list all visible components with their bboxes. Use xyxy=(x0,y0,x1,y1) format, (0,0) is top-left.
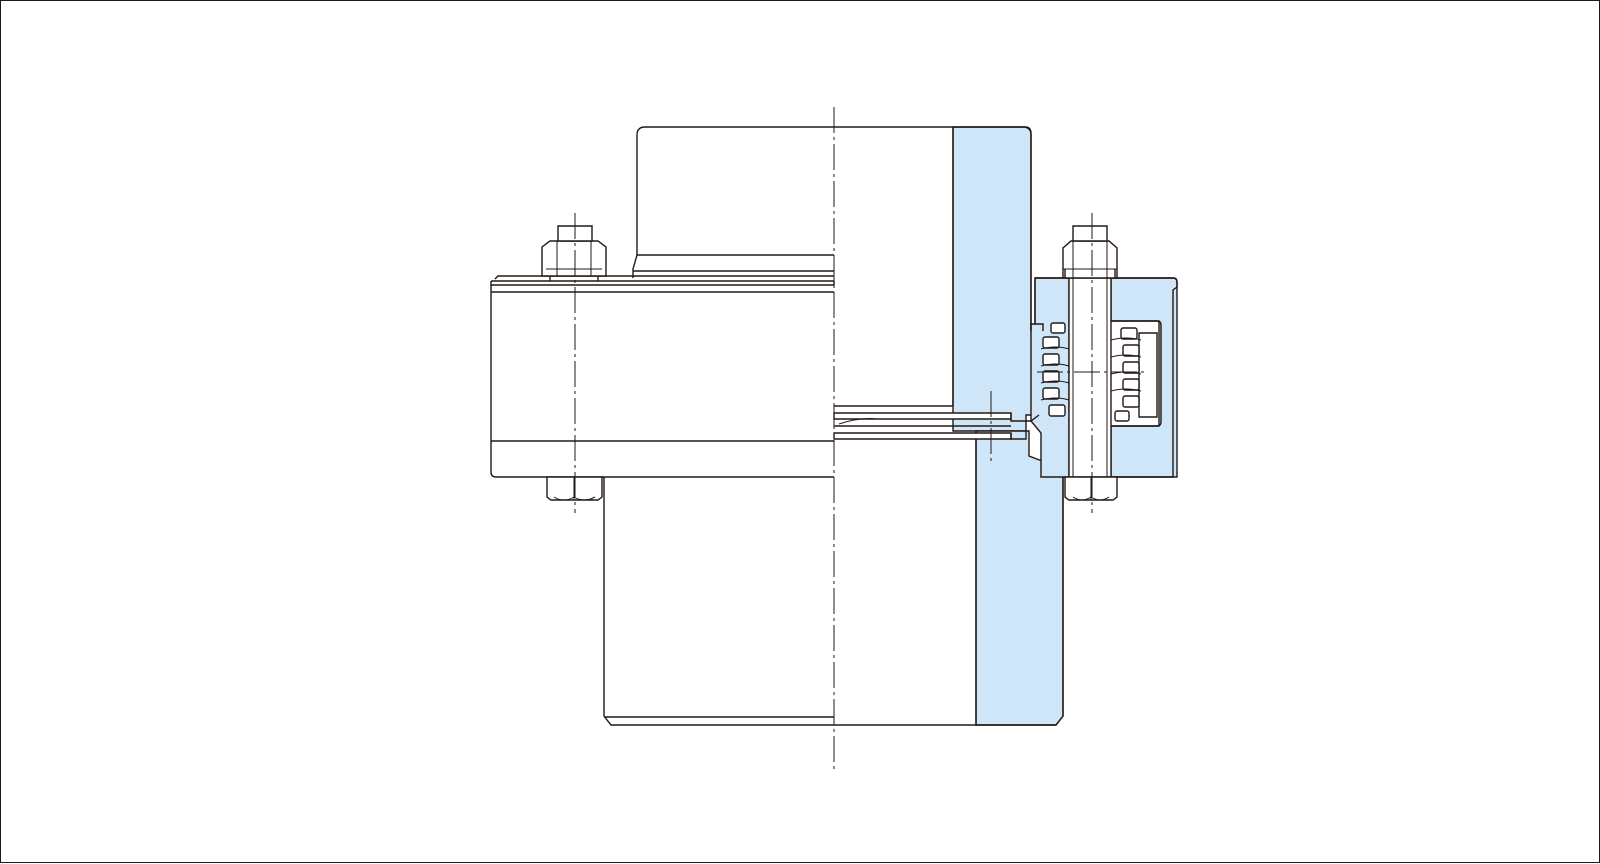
top-plate xyxy=(490,275,835,286)
upper-hub-section xyxy=(952,126,1040,432)
right-bolt xyxy=(1062,225,1118,501)
nut-facets xyxy=(1063,241,1117,278)
washers xyxy=(549,269,1116,281)
seal-ring xyxy=(1042,336,1060,349)
left-housing xyxy=(490,275,835,478)
left-nut-top xyxy=(541,240,607,277)
right-bolt-shank xyxy=(1068,277,1112,478)
left-bolt xyxy=(541,225,607,501)
seal-ring xyxy=(1042,353,1060,366)
seal-ring xyxy=(1050,322,1066,334)
spacer-upper xyxy=(833,412,1012,420)
spacer-step xyxy=(834,405,1040,440)
seal-ring xyxy=(1048,404,1066,417)
seal-rings-left xyxy=(1040,322,1070,417)
spacer-plate xyxy=(833,405,1040,440)
housing-body xyxy=(490,285,834,478)
seal-spring-lines xyxy=(1040,346,1070,401)
left-washer xyxy=(549,276,599,281)
spacer-lower xyxy=(833,432,1012,440)
seal-ring xyxy=(1122,361,1140,374)
seal-ring xyxy=(1042,370,1060,383)
seal-ring xyxy=(1122,378,1140,391)
seal-ring xyxy=(1042,387,1060,400)
right-nut-top xyxy=(1062,240,1118,279)
right-bolt-tip xyxy=(1072,225,1108,242)
seal-groove xyxy=(1111,320,1162,427)
seal-ring xyxy=(1122,344,1140,357)
upper-hub-base-step xyxy=(632,254,834,278)
nut-facets xyxy=(546,241,602,276)
seal-ring xyxy=(1114,410,1130,422)
seal-spring-lines xyxy=(1110,337,1142,392)
nut-facets xyxy=(553,477,596,501)
spacer-curve xyxy=(838,418,877,425)
right-washer xyxy=(1064,269,1116,278)
seal-ring xyxy=(1120,327,1138,340)
centerlines xyxy=(574,107,1147,769)
seal-ring xyxy=(1122,395,1140,408)
inner-seal-groove xyxy=(1138,332,1158,418)
nut-facets xyxy=(1072,477,1110,501)
seal-rings-right xyxy=(1110,327,1142,422)
